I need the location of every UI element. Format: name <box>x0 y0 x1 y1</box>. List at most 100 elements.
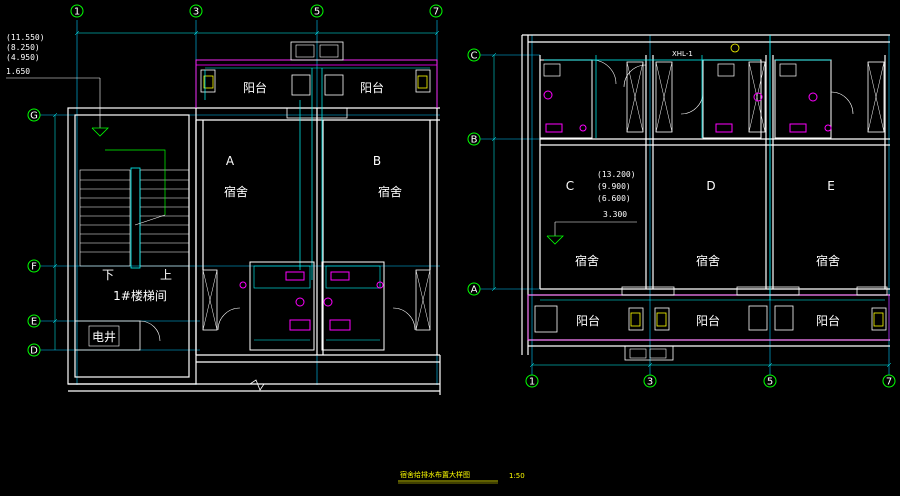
room-letter: C <box>566 179 574 193</box>
washer-icon <box>630 312 641 327</box>
balcony-label: 阳台 <box>360 80 384 95</box>
right-axis-bubbles-side: C B A <box>467 48 481 296</box>
drain-icon <box>295 297 305 307</box>
room-name: 宿舍 <box>224 184 248 199</box>
right-pipes <box>544 35 831 300</box>
drawing-title-block: 宿舍给排水布置大样图 1:50 <box>398 470 525 484</box>
drain-icon <box>824 124 832 132</box>
toilet-icon <box>789 123 807 133</box>
stair-arrow-icon <box>134 214 166 226</box>
room-name: 宿舍 <box>816 253 840 268</box>
room-name: 宿舍 <box>378 184 402 199</box>
axis-label: 3 <box>193 7 199 18</box>
toilet-icon <box>715 123 733 133</box>
left-bathrooms <box>202 261 431 351</box>
axis-bubble <box>467 132 481 146</box>
drain-icon <box>543 90 553 100</box>
riser-icon <box>730 43 740 53</box>
axis-label: 3 <box>647 377 653 388</box>
room-name: 宿舍 <box>696 253 720 268</box>
balcony-label: 阳台 <box>816 313 840 328</box>
level-text: (6.600) <box>597 194 631 203</box>
washer-icon <box>774 305 794 331</box>
axis-label: 1 <box>529 377 535 388</box>
shaft-label: 电井 <box>92 330 116 344</box>
door-swing-icon <box>623 64 647 88</box>
washer-icon <box>534 305 558 333</box>
right-level-marks: (13.200) (9.900) (6.600) 3.300 <box>546 170 637 245</box>
axis-bubble <box>763 374 777 388</box>
toilet-icon <box>545 123 563 133</box>
washer-icon <box>748 305 768 331</box>
right-dimension <box>491 52 892 368</box>
left-pipes <box>204 68 323 280</box>
level-triangle-icon <box>546 235 564 245</box>
left-level-marks: (11.550) (8.250) (4.950) 1.650 <box>6 33 109 137</box>
washer-icon <box>200 69 216 93</box>
axis-bubble <box>189 4 203 18</box>
left-axis-bubbles-top: 1 3 5 7 <box>70 4 443 18</box>
axis-label: C <box>471 51 478 62</box>
axis-label: F <box>31 262 37 273</box>
balcony-label: 阳台 <box>576 313 600 328</box>
sink-icon <box>324 74 344 96</box>
axis-bubble <box>27 108 41 122</box>
drain-icon <box>808 92 818 102</box>
left-axis-bubbles-side: G F E D <box>27 108 41 357</box>
sink-icon <box>291 74 311 96</box>
level-text: 3.300 <box>603 210 627 219</box>
right-plan: C B A 1 3 5 7 <box>467 34 896 388</box>
axis-bubble <box>467 48 481 62</box>
fixture-icon <box>285 271 305 281</box>
drawing-scale: 1:50 <box>509 472 525 480</box>
left-balcony: 阳台 阳台 <box>195 41 438 119</box>
level-text: (13.200) <box>597 170 636 179</box>
axis-bubble <box>467 282 481 296</box>
washer-icon <box>656 312 667 327</box>
axis-label: 1 <box>74 7 80 18</box>
room-name: 宿舍 <box>575 253 599 268</box>
balcony-label: 阳台 <box>243 80 267 95</box>
drain-icon <box>579 124 587 132</box>
drain-icon <box>753 92 763 102</box>
left-dimension-top <box>74 30 440 36</box>
wardrobes <box>626 61 885 133</box>
drain-icon <box>323 297 333 307</box>
axis-label: B <box>471 135 478 146</box>
break-mark-icon <box>249 379 265 391</box>
axis-bubble <box>27 259 41 273</box>
axis-label: 7 <box>886 377 892 388</box>
stair-name: 1#楼梯间 <box>113 288 167 303</box>
drain-icon <box>376 281 384 289</box>
axis-bubble <box>882 374 896 388</box>
right-walls <box>521 34 890 355</box>
drain-icon <box>239 281 247 289</box>
level-text: (9.900) <box>597 182 631 191</box>
axis-label: G <box>30 111 38 122</box>
axis-bubble <box>643 374 657 388</box>
right-bathrooms <box>539 59 854 139</box>
right-axis-bubbles-bottom: 1 3 5 7 <box>525 374 896 388</box>
axis-bubble <box>525 374 539 388</box>
washer-icon <box>873 312 884 327</box>
left-walls <box>67 107 441 395</box>
stair-up-label: 上 <box>160 268 172 282</box>
right-balcony: 阳台 阳台 阳台 <box>527 286 890 361</box>
toilet-icon <box>289 319 311 331</box>
fixture-icon <box>330 271 350 281</box>
axis-bubble <box>310 4 324 18</box>
axis-label: 7 <box>433 7 439 18</box>
axis-bubble <box>70 4 84 18</box>
door-swing-icon <box>830 91 854 115</box>
toilet-icon <box>329 319 351 331</box>
door-swing-icon <box>139 320 161 342</box>
stair-down-label: 下 <box>102 268 114 282</box>
washer-icon <box>415 69 431 93</box>
axis-label: 5 <box>314 7 320 18</box>
stair: 下 上 1#楼梯间 <box>79 149 190 303</box>
electrical-shaft: 电井 <box>74 320 161 351</box>
room-letter: A <box>226 154 235 168</box>
level-text: (8.250) <box>6 43 40 52</box>
level-text: 1.650 <box>6 67 30 76</box>
drawing-title: 宿舍给排水布置大样图 <box>400 470 470 479</box>
